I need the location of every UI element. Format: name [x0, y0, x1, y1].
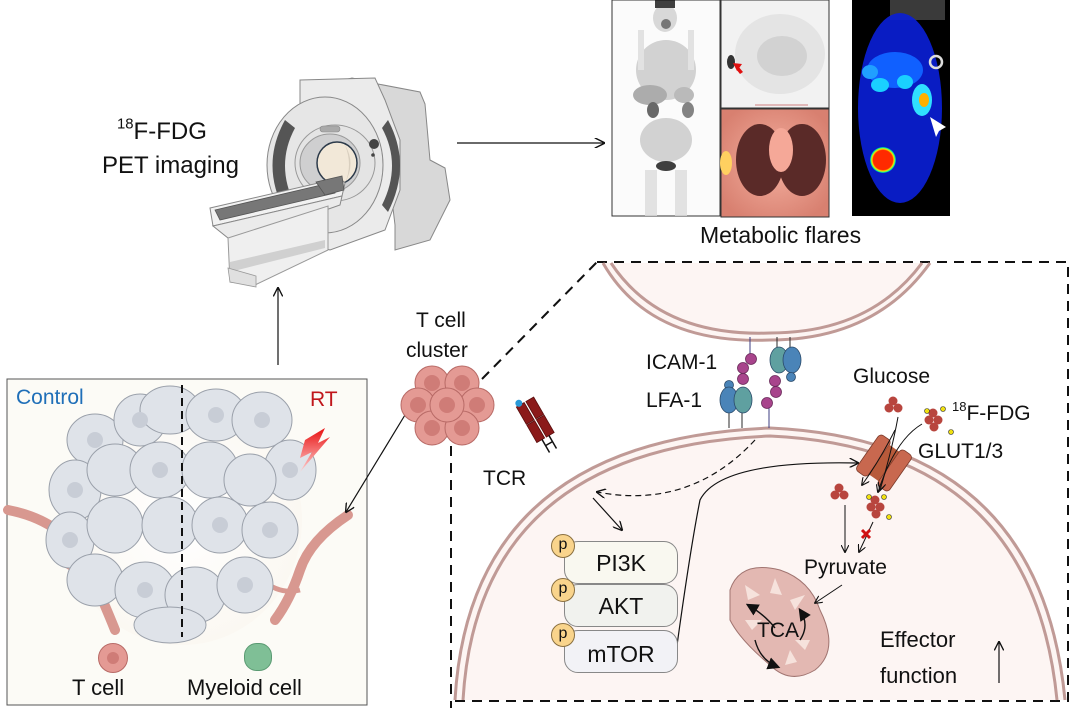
- control-label: Control: [16, 386, 84, 409]
- phospho-badge: p: [551, 578, 575, 602]
- kinase-label: AKT: [598, 593, 644, 619]
- cluster-label-line1: T cell: [416, 309, 466, 332]
- tcr-label: TCR: [483, 467, 527, 490]
- icam-label: ICAM-1: [646, 351, 718, 374]
- fdg-label: 18F-FDG: [952, 400, 1031, 425]
- lfa-label: LFA-1: [646, 389, 703, 412]
- fdg-text: F-FDG: [966, 402, 1031, 425]
- glut-label: GLUT1/3: [918, 440, 1004, 463]
- kinase-box-akt: AKT: [564, 584, 678, 627]
- pet-images-panel: [611, 0, 950, 218]
- kinase-box-mtor: mTOR: [564, 630, 678, 673]
- phospho-badge: p: [551, 623, 575, 647]
- rt-label: RT: [310, 388, 338, 411]
- effector-label-line2: function: [880, 663, 958, 688]
- tca-label: TCA: [757, 619, 799, 642]
- arrow-cluster-to-tumor: [346, 409, 409, 512]
- kinase-box-pi3k: PI3K: [564, 541, 678, 584]
- cluster-label-line2: cluster: [406, 339, 468, 362]
- myeloid-legend-icon: [244, 643, 272, 671]
- effector-label-line1: Effector: [880, 627, 956, 652]
- imaging-caption: Metabolic flares: [700, 222, 862, 248]
- pet-label-line1: 18F-FDG: [117, 116, 207, 145]
- isotope-superscript: 18: [117, 116, 134, 133]
- tumor-panel: [3, 378, 368, 706]
- kinase-label: PI3K: [596, 550, 646, 576]
- glucose-label: Glucose: [853, 365, 931, 388]
- phospho-badge: p: [551, 534, 575, 558]
- kinase-label: mTOR: [587, 641, 655, 667]
- tcell-legend-icon: [98, 643, 128, 673]
- tcell-legend-label: T cell: [72, 675, 125, 700]
- pyruvate-label: Pyruvate: [804, 556, 887, 579]
- pet-scanner-illustration: [209, 77, 451, 288]
- myeloid-legend-label: Myeloid cell: [187, 675, 302, 700]
- fdg-isotope-superscript: 18: [952, 398, 967, 414]
- pet-label-line2: PET imaging: [102, 152, 239, 179]
- pet-tracer-text: F-FDG: [133, 118, 207, 145]
